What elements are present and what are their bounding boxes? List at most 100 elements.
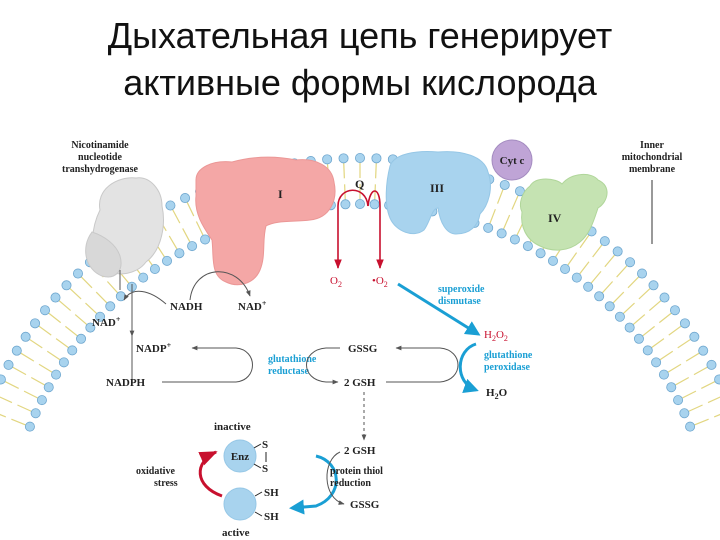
lipid-head	[625, 257, 636, 268]
lipid-head	[483, 222, 494, 233]
complex-III	[385, 151, 491, 235]
active-label: active	[222, 527, 250, 539]
h2o2-label: H2O2	[484, 329, 508, 343]
lipid-head	[669, 305, 680, 316]
gsh-top-label: 2 GSH	[344, 377, 376, 389]
lipid-head	[648, 280, 659, 291]
label-line: membrane	[629, 164, 676, 175]
lipid-tail	[707, 396, 720, 404]
lipid-head	[560, 263, 571, 274]
red-arrow-right	[367, 190, 384, 269]
disulfide-link-bottom	[253, 463, 262, 469]
lipid-head	[499, 179, 510, 190]
enz-label: Enz	[231, 451, 249, 463]
lipid-head	[642, 345, 653, 356]
lipid-head	[614, 311, 625, 322]
lipid-head	[85, 322, 96, 333]
lipid-head	[583, 281, 594, 292]
lipid-head	[633, 333, 644, 344]
lipid-head	[322, 154, 333, 165]
oxidative-stress-arrow	[198, 450, 223, 498]
label-line: glutathione	[268, 354, 317, 365]
label-line: nucleotide	[78, 152, 122, 163]
lipid-head	[61, 280, 72, 291]
thiol-sh2: SH	[264, 511, 279, 523]
membrane-label: Inner mitochondrial membrane	[622, 140, 683, 175]
transhydrogenase-arrow-nadh	[123, 290, 167, 305]
enzyme-inactive	[223, 439, 257, 473]
nadph-label: NADPH	[106, 377, 146, 389]
gr-label: glutathione reductase	[268, 354, 317, 377]
lipid-head	[72, 268, 83, 279]
lipid-head	[354, 198, 365, 209]
lipid-head	[594, 291, 605, 302]
label-line: Inner	[640, 140, 664, 151]
lipid-head	[174, 248, 185, 259]
lipid-head	[354, 152, 365, 163]
label-line: oxidative	[136, 466, 175, 477]
label-line: peroxidase	[484, 362, 530, 373]
lipid-head	[76, 333, 87, 344]
lipid-head	[666, 382, 677, 393]
lipid-head	[658, 369, 669, 380]
lipid-head	[200, 234, 211, 245]
lipid-head	[11, 345, 22, 356]
lipid-head	[637, 268, 648, 279]
lipid-head	[371, 153, 382, 164]
lipid-head	[547, 255, 558, 266]
thiol-link-bottom	[254, 511, 263, 517]
nadp-plus-label: NADP+	[136, 341, 172, 355]
lipid-head	[58, 357, 69, 368]
h2o-label: H2O	[486, 387, 508, 401]
lipid-head	[706, 359, 717, 370]
gpx-arrow	[458, 342, 479, 393]
lipid-head	[95, 311, 106, 322]
transhydrogenase-lower	[85, 231, 122, 278]
gssg-top-label: GSSG	[348, 343, 378, 355]
label-line: superoxide	[438, 284, 485, 295]
thiol-link-top	[254, 491, 263, 497]
disulfide-s1: S	[262, 439, 268, 451]
complex-I-nadh-arrow	[189, 271, 251, 301]
lipid-head	[624, 322, 635, 333]
complex-I-label: I	[278, 187, 283, 201]
gpx-label: glutathione peroxidase	[484, 350, 533, 373]
slide-title: Дыхательная цепь генерирует активные фор…	[0, 12, 720, 106]
transhydrogenase-label: Nicotinamide nucleotide transhydrogenase	[62, 140, 138, 175]
lipid-head	[20, 331, 31, 342]
gr-cycle-curve	[306, 347, 340, 385]
protein-thiol-reduction-arrow	[289, 454, 338, 515]
label-line: glutathione	[484, 350, 533, 361]
lipid-head	[138, 272, 149, 283]
label-line: reductase	[268, 366, 309, 377]
lipid-head	[187, 241, 198, 252]
label-line: Nicotinamide	[71, 140, 129, 151]
lipid-head	[36, 395, 47, 406]
o2-label: O2	[330, 275, 342, 289]
lipid-head	[149, 263, 160, 274]
lipid-head	[685, 421, 696, 432]
lipid-head	[24, 421, 35, 432]
lipid-head	[40, 305, 51, 316]
lipid-head	[30, 408, 41, 419]
gpx-cycle-curve	[439, 347, 459, 383]
lipid-head	[571, 272, 582, 283]
protein-thiol-reduction-label: protein thiol reduction	[330, 466, 383, 489]
ubiquinone-label: Q	[355, 177, 364, 191]
thiol-sh1: SH	[264, 487, 279, 499]
lipid-head	[338, 153, 349, 164]
lipid-head	[535, 248, 546, 259]
complex-IV	[519, 174, 608, 251]
lipid-head	[165, 200, 176, 211]
lipid-head	[714, 374, 720, 385]
disulfide-link-top	[253, 443, 262, 449]
lipid-head	[612, 246, 623, 257]
lipid-head	[673, 395, 684, 406]
lipid-head	[509, 234, 520, 245]
disulfide-s2: S	[262, 463, 268, 475]
lipid-head	[369, 199, 380, 210]
lipid-head	[51, 369, 62, 380]
nad-plus-label: NAD+	[238, 299, 267, 313]
lipid-head	[651, 357, 662, 368]
lipid-head	[679, 318, 690, 329]
